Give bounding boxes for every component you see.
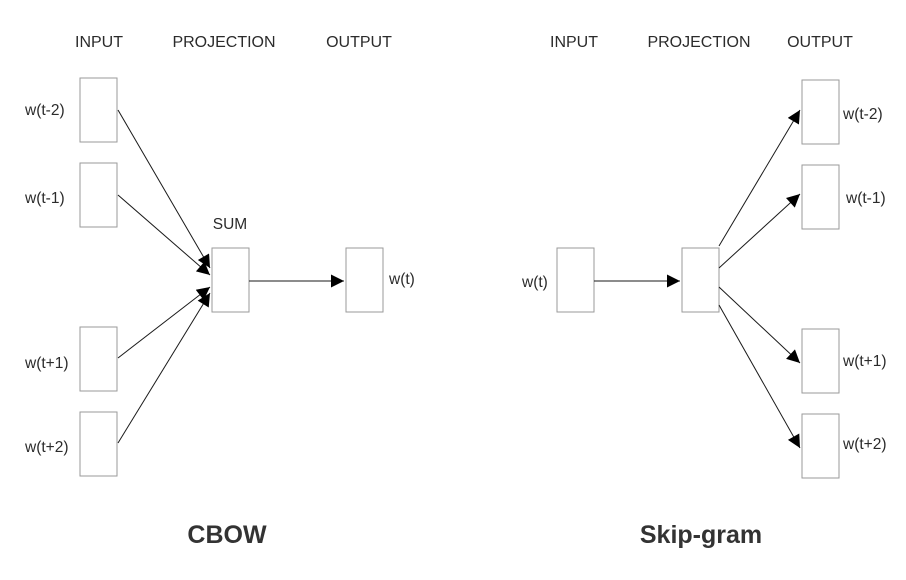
skipgram-header-output: OUTPUT — [787, 34, 853, 51]
cbow-input-box-2 — [79, 162, 118, 228]
skipgram-output-label-3: w(t+1) — [842, 353, 887, 370]
cbow-panel: INPUT PROJECTION OUTPUT w(t-2) w(t-1) w(… — [24, 34, 415, 549]
cbow-input-label-4: w(t+2) — [24, 439, 69, 456]
skipgram-edge-1 — [718, 109, 801, 247]
skipgram-output-box-4 — [801, 413, 840, 479]
cbow-input-label-2: w(t-1) — [24, 190, 65, 207]
skipgram-output-box-1 — [801, 79, 840, 145]
skipgram-output-label-4: w(t+2) — [842, 436, 887, 453]
cbow-header-projection: PROJECTION — [172, 34, 275, 51]
skipgram-output-label-2: w(t-1) — [845, 190, 886, 207]
cbow-header-output: OUTPUT — [326, 34, 392, 51]
cbow-input-box-3 — [79, 326, 118, 392]
skipgram-edge-3 — [718, 286, 801, 364]
cbow-input-box-4 — [79, 411, 118, 477]
cbow-edge-4 — [117, 292, 211, 444]
skipgram-output-box-3 — [801, 328, 840, 394]
skipgram-edge-2 — [718, 193, 801, 269]
cbow-title: CBOW — [187, 521, 267, 549]
skipgram-header-projection: PROJECTION — [647, 34, 750, 51]
skipgram-output-box-2 — [801, 164, 840, 230]
skipgram-panel: INPUT PROJECTION OUTPUT w(t) w(t-2) w(t-… — [521, 34, 887, 549]
skipgram-input-box — [556, 247, 595, 313]
skipgram-title: Skip-gram — [640, 521, 762, 549]
skipgram-input-label: w(t) — [521, 274, 548, 291]
skipgram-header-input: INPUT — [550, 34, 598, 51]
cbow-output-box — [345, 247, 384, 313]
cbow-input-label-3: w(t+1) — [24, 355, 69, 372]
skipgram-output-label-1: w(t-2) — [842, 106, 883, 123]
cbow-edge-3 — [117, 286, 211, 359]
cbow-input-box-1 — [79, 77, 118, 143]
skipgram-projection-box — [681, 247, 720, 313]
cbow-edge-2 — [117, 194, 211, 276]
cbow-output-label: w(t) — [388, 271, 415, 288]
cbow-projection-box — [211, 247, 250, 313]
skipgram-edge-4 — [718, 304, 801, 449]
cbow-edge-1 — [117, 109, 211, 269]
cbow-header-input: INPUT — [75, 34, 123, 51]
cbow-projection-label: SUM — [213, 216, 247, 233]
cbow-input-label-1: w(t-2) — [24, 102, 65, 119]
